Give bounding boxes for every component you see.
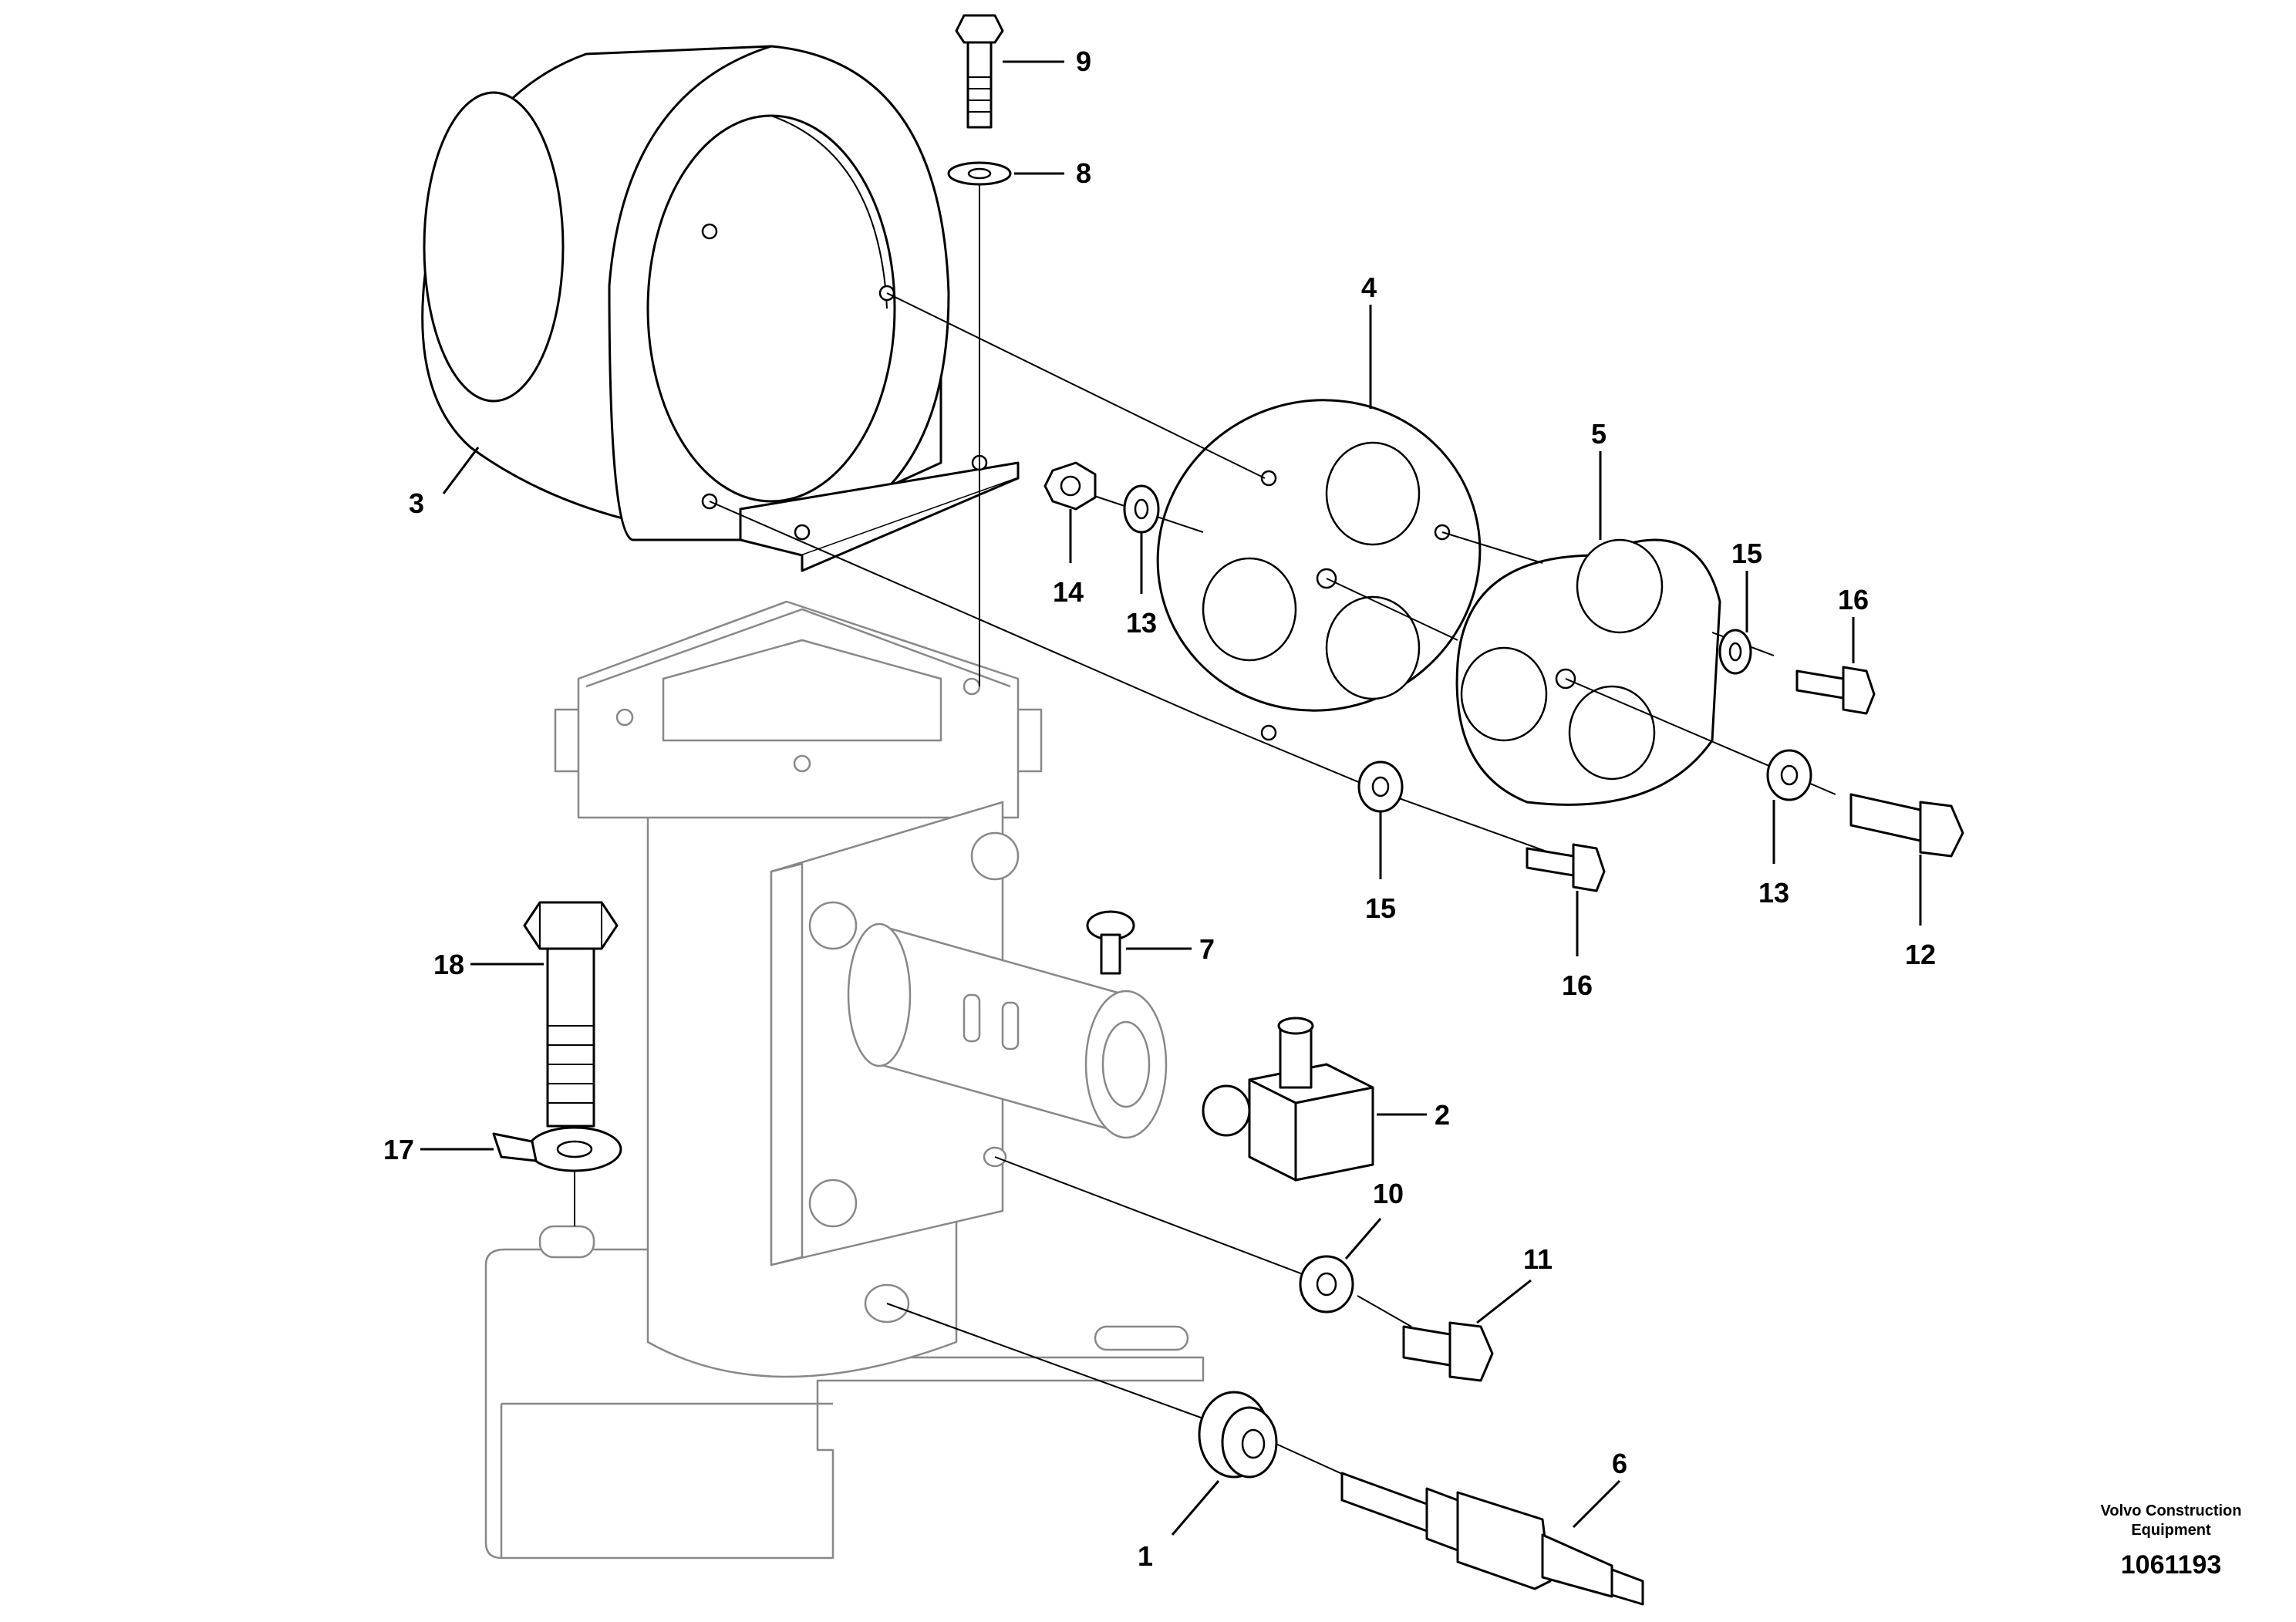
callout-16-right: 16 <box>1838 584 1869 615</box>
callout-12: 12 <box>1905 939 1936 970</box>
callout-14: 14 <box>1053 576 1084 608</box>
valve-body <box>847 922 1168 1139</box>
callout-9: 9 <box>1076 46 1091 77</box>
callout-11: 11 <box>1523 1243 1553 1275</box>
part-15-washer-right <box>1718 629 1752 675</box>
part-10-washer <box>1299 1255 1354 1313</box>
part-13-washer-lower <box>1766 749 1812 801</box>
callout-labels: 9 8 3 4 5 14 13 15 16 15 16 13 12 7 2 10… <box>383 46 1936 1572</box>
callout-18: 18 <box>433 949 464 980</box>
callout-2: 2 <box>1435 1099 1450 1131</box>
part-3-housing <box>421 45 1020 572</box>
part-6-sensor <box>1340 1472 1644 1606</box>
callout-16-lower: 16 <box>1562 969 1593 1001</box>
part-15-washer-lower <box>1357 760 1404 813</box>
callout-17: 17 <box>383 1134 414 1165</box>
part-4-plate <box>1156 399 1482 741</box>
callout-15-right: 15 <box>1731 538 1762 569</box>
part-18-bolt <box>523 901 619 1128</box>
callout-15-lower: 15 <box>1365 892 1396 924</box>
callout-6: 6 <box>1612 1448 1627 1479</box>
callout-5: 5 <box>1591 418 1607 450</box>
callout-8: 8 <box>1076 157 1091 189</box>
part-7-screw <box>1086 910 1135 975</box>
callout-3: 3 <box>409 487 424 519</box>
callout-10: 10 <box>1373 1178 1404 1209</box>
callout-leaders <box>420 60 1922 1536</box>
callout-4: 4 <box>1361 271 1377 303</box>
footer: Volvo Construction Equipment 1061193 <box>2101 1502 2242 1580</box>
document-number: 1061193 <box>2121 1550 2222 1580</box>
part-17-lock-washer <box>492 1126 622 1172</box>
part-13-washer-upper <box>1123 484 1160 534</box>
part-14-nut <box>1043 461 1097 511</box>
brand-line-2: Equipment <box>2131 1522 2211 1539</box>
part-8-washer <box>947 161 1012 186</box>
part-16-screw-right <box>1795 666 1876 715</box>
callout-7: 7 <box>1199 933 1215 965</box>
part-2-elbow-fitting <box>1202 1017 1374 1182</box>
callout-13-lower: 13 <box>1758 877 1789 909</box>
brand-line-1: Volvo Construction <box>2101 1502 2242 1519</box>
callout-1: 1 <box>1138 1540 1153 1572</box>
part-11-bolt <box>1402 1321 1494 1382</box>
part-5-plate <box>1434 524 1721 806</box>
part-12-bolt <box>1849 793 1964 858</box>
callout-13-upper: 13 <box>1126 607 1157 639</box>
part-16-screw-lower <box>1526 843 1606 892</box>
part-1-grommet <box>1198 1391 1278 1479</box>
part-9-bolt <box>955 14 1004 129</box>
